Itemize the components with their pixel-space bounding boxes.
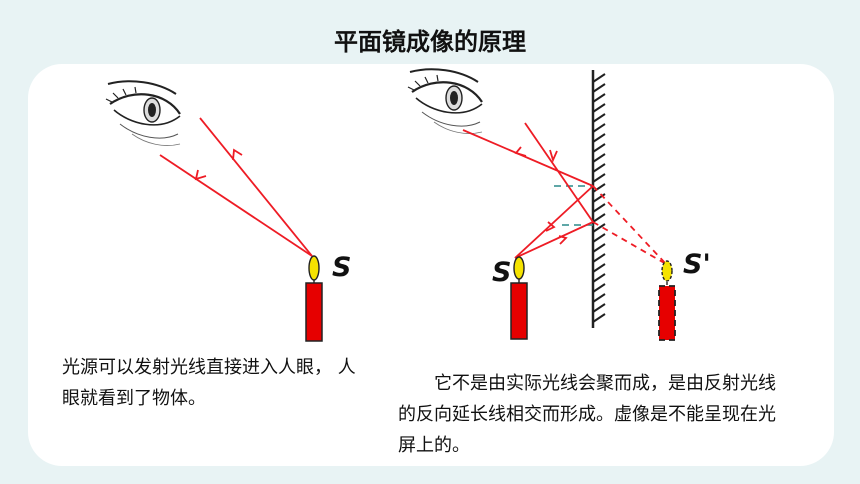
left-ray-1-arrow [194, 169, 207, 181]
mirror-hatch [592, 243, 606, 253]
mirror-hatch [592, 183, 606, 193]
left-ray-2-arrow [232, 148, 243, 161]
mirror-hatch [592, 83, 606, 93]
mirror-hatch [592, 133, 606, 143]
mirror-hatch [592, 283, 606, 293]
mirror-hatch [592, 253, 606, 263]
reflected-ray-1 [462, 129, 594, 187]
incident-arrow-2 [558, 235, 568, 245]
mirror-hatch [592, 233, 606, 243]
mirror-hatch [592, 103, 606, 113]
mirror-hatch [592, 203, 606, 213]
reflected-arrow-1 [514, 146, 527, 157]
mirror-hatch [592, 173, 606, 183]
right-caption: 它不是由实际光线会聚而成，是由反射光线的反向延长线相交而形成。虚像是不能呈现在光… [398, 373, 776, 456]
left-flame-icon [308, 255, 320, 281]
left-rays [159, 117, 313, 257]
virtual-extensions [592, 185, 667, 265]
mirror-hatch [592, 313, 606, 323]
virtual-flame-icon [661, 260, 673, 282]
mirror-hatch [592, 73, 606, 83]
mirror-hatch [592, 213, 606, 223]
left-ray-2 [199, 117, 313, 257]
right-source-label: S [492, 257, 511, 288]
virtual-candle-icon [658, 260, 676, 341]
mirror-hatch [592, 93, 606, 103]
incident-ray-1 [514, 185, 594, 259]
right-rays [462, 122, 594, 259]
left-source-label: S [332, 252, 351, 283]
mirror-hatch [592, 113, 606, 123]
content-panel [28, 64, 834, 466]
right-eye-icon [406, 68, 484, 135]
mirror-hatch [592, 123, 606, 133]
reflected-ray-2 [524, 122, 594, 223]
mirror-hatch [592, 273, 606, 283]
left-eye-icon [104, 80, 182, 147]
mirror-hatch [592, 143, 606, 153]
image-label: S' [683, 249, 711, 280]
right-candle-icon [510, 256, 528, 340]
mirror-hatch [592, 223, 606, 233]
reflected-arrow-2 [549, 149, 558, 163]
left-candle-icon [305, 255, 323, 342]
left-caption: 光源可以发射光线直接进入人眼， 人眼就看到了物体。 [62, 357, 356, 409]
mirror-hatch [592, 263, 606, 273]
mirror-hatch [592, 163, 606, 173]
page-title: 平面镜成像的原理 [334, 28, 526, 56]
left-ray-1 [159, 154, 313, 257]
mirror-hatch [592, 303, 606, 313]
incident-arrow-1 [545, 221, 556, 232]
mirror-icon [591, 70, 606, 328]
mirror-hatch [592, 153, 606, 163]
mirror-hatch [592, 293, 606, 303]
incident-ray-2 [514, 221, 594, 259]
mirror-hatch [592, 193, 606, 203]
right-flame-icon [513, 256, 525, 280]
